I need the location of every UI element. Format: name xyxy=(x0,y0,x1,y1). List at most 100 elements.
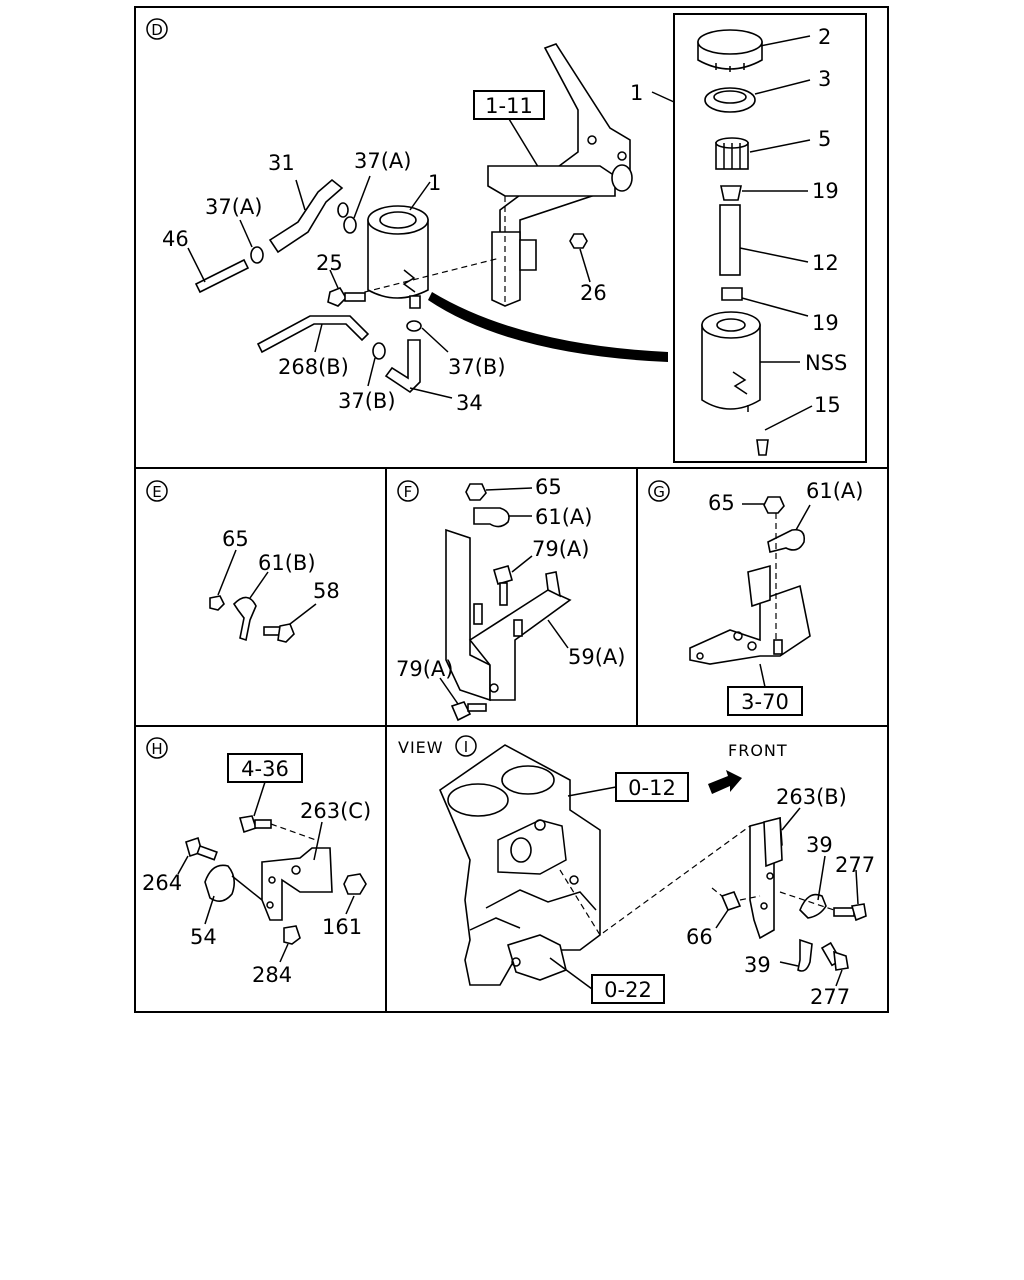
view-g-letter: G xyxy=(653,483,665,501)
view-i-marker xyxy=(455,735,477,757)
label-bolt-66: 66 xyxy=(686,925,713,949)
clamp-37a-lower xyxy=(250,246,264,264)
nut-65-f xyxy=(465,483,487,501)
pipe-268b xyxy=(256,315,370,354)
mount-bracket xyxy=(487,43,633,307)
label-hose-31: 31 xyxy=(268,151,295,175)
hose-34 xyxy=(384,339,421,394)
label-grommet-lower: 19 xyxy=(812,311,839,335)
label-bracket-263c: 263(C) xyxy=(300,799,371,823)
view-g-marker xyxy=(648,480,670,502)
ref-0-12: 0-12 xyxy=(628,776,676,800)
reservoir-cap xyxy=(697,29,763,72)
ref-4-36: 4-36 xyxy=(241,757,289,781)
clip-61a-f xyxy=(473,507,510,528)
view-e-letter: E xyxy=(152,483,161,501)
nut-284 xyxy=(283,925,301,945)
bolt-277-upper xyxy=(779,891,867,922)
view-d: D xyxy=(146,13,867,463)
label-bolt-79a-lower: 79(A) xyxy=(396,657,453,681)
label-bolt-277-lower: 277 xyxy=(810,985,850,1009)
view-h-marker xyxy=(146,737,168,759)
label-nut-65-e: 65 xyxy=(222,527,249,551)
reservoir-installed xyxy=(367,205,429,309)
bracket-263c xyxy=(261,847,333,921)
filter-element xyxy=(715,137,749,170)
clamp-37b-lower xyxy=(372,342,386,360)
label-bolt-79a-upper: 79(A) xyxy=(532,537,589,561)
ref-0-22: 0-22 xyxy=(604,978,652,1002)
view-e-marker xyxy=(146,480,168,502)
label-nut-65-f: 65 xyxy=(535,475,562,499)
clamp-37a-upper xyxy=(343,216,357,234)
view-f-marker xyxy=(397,480,419,502)
label-cap: 2 xyxy=(818,25,831,49)
label-clamp-37a-upper: 37(A) xyxy=(354,149,411,173)
diagram-outer-frame xyxy=(134,6,889,1013)
label-nozzle: 15 xyxy=(814,393,841,417)
bolt-4-36 xyxy=(238,815,317,841)
label-clamp-37b-upper: 37(B) xyxy=(448,355,506,379)
view-i-letter: I xyxy=(464,738,468,756)
label-pipe-46: 46 xyxy=(162,227,189,251)
clip-61a-g xyxy=(767,528,806,553)
label-clip-61a-g: 61(A) xyxy=(806,479,863,503)
pipe-46 xyxy=(194,258,250,294)
reservoir-body xyxy=(701,311,761,412)
label-bolt-25: 25 xyxy=(316,251,343,275)
view-e: E 65 61(B) 58 xyxy=(146,480,340,643)
view-h: H 4-36 263(C) 264 54 161 xyxy=(142,737,371,987)
label-nut-65-g: 65 xyxy=(708,491,735,515)
nut-161 xyxy=(343,873,367,895)
label-clip-61b: 61(B) xyxy=(258,551,316,575)
bolt-264 xyxy=(185,836,218,861)
label-grommet-upper: 19 xyxy=(812,179,839,203)
bolt-79a-upper xyxy=(493,565,513,606)
label-filter: 5 xyxy=(818,127,831,151)
front-arrow-icon xyxy=(708,770,742,794)
view-f: F 65 61(A) 79(A) 59(A) 79(A) xyxy=(396,475,625,722)
label-bracket-59a: 59(A) xyxy=(568,645,625,669)
bolt-58 xyxy=(263,623,295,643)
bolt-79a-lower xyxy=(450,701,487,722)
view-d-letter: D xyxy=(151,21,163,39)
clip-39-upper xyxy=(799,893,827,919)
grommet-upper xyxy=(720,185,742,201)
view-h-letter: H xyxy=(151,740,162,758)
bracket-59a xyxy=(445,528,572,702)
engine-block xyxy=(439,744,751,986)
clamp-37b-upper xyxy=(406,320,422,332)
view-f-letter: F xyxy=(404,483,413,501)
label-clip-39-lower: 39 xyxy=(744,953,771,977)
nut-26 xyxy=(569,233,588,249)
hose-31 xyxy=(268,178,344,254)
reservoir-inset-box xyxy=(673,13,867,463)
bracket-263b xyxy=(749,816,783,940)
outlet-nozzle xyxy=(756,439,769,456)
label-reservoir: 1 xyxy=(428,171,441,195)
nut-65-e xyxy=(209,595,225,611)
ref-1-11: 1-11 xyxy=(485,94,533,118)
label-bolt-277-upper: 277 xyxy=(835,853,875,877)
view-i-prefix: VIEW xyxy=(398,738,444,757)
clip-39-lower xyxy=(797,938,813,972)
label-nss: NSS xyxy=(805,351,847,375)
label-bracket-263b: 263(B) xyxy=(776,785,847,809)
label-assembly: 1 xyxy=(630,81,643,105)
front-label: FRONT xyxy=(728,741,788,760)
view-i: VIEW I FRONT 0-12 0-22 xyxy=(398,735,875,1009)
label-seal: 3 xyxy=(818,67,831,91)
inner-tube xyxy=(719,204,741,276)
nut-65-g xyxy=(763,496,785,514)
label-nut-161: 161 xyxy=(322,915,362,939)
inset-pointer xyxy=(428,292,668,362)
bolt-66 xyxy=(711,887,761,911)
clamp-54 xyxy=(204,864,236,902)
label-bolt-264: 264 xyxy=(142,871,182,895)
label-clip-61a-f: 61(A) xyxy=(535,505,592,529)
label-nut-284: 284 xyxy=(252,963,292,987)
label-bolt-58: 58 xyxy=(313,579,340,603)
label-clip-39-upper: 39 xyxy=(806,833,833,857)
bolt-277-lower xyxy=(820,941,849,971)
label-clamp-54: 54 xyxy=(190,925,217,949)
